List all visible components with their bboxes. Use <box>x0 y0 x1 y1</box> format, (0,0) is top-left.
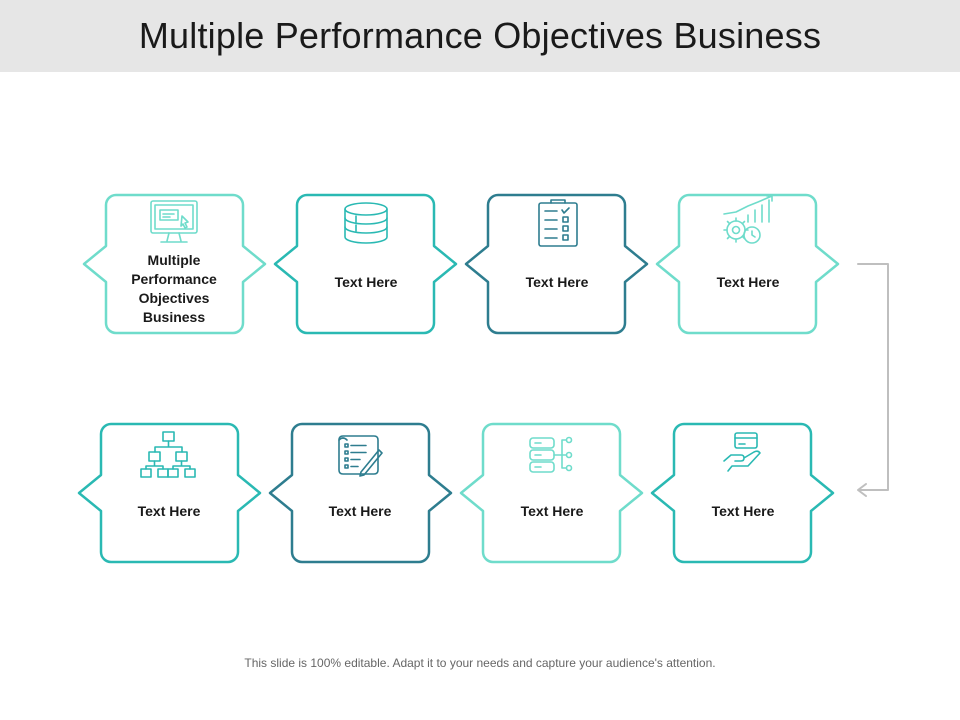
server-network-icon <box>529 436 573 473</box>
node-5-shape[interactable] <box>650 422 835 564</box>
hand-card-icon <box>723 432 761 472</box>
row-connector <box>857 263 889 497</box>
document-list-icon <box>338 435 383 477</box>
gears-chart-icon <box>723 195 773 244</box>
org-chart-icon <box>140 431 196 478</box>
database-icon <box>344 202 388 244</box>
node-5-label: Text Here <box>711 503 775 519</box>
node-8-label: Text Here <box>137 503 201 519</box>
node-6-shape[interactable] <box>459 422 644 564</box>
node-1-label: Multiple Performance Objectives Business <box>131 252 217 325</box>
title-bar: Multiple Performance Objectives Business <box>0 0 960 72</box>
monitor-icon <box>150 200 198 243</box>
slide-title: Multiple Performance Objectives Business <box>138 15 822 56</box>
node-3-shape[interactable] <box>464 193 649 335</box>
node-1-shape[interactable] <box>82 193 267 335</box>
clipboard-checklist-icon <box>538 199 578 247</box>
node-2-shape[interactable] <box>273 193 458 335</box>
node-3-label: Text Here <box>525 274 589 290</box>
node-7-label: Text Here <box>328 503 392 519</box>
node-7-shape[interactable] <box>268 422 453 564</box>
footer-note: This slide is 100% editable. Adapt it to… <box>244 656 716 670</box>
node-4-label: Text Here <box>716 274 780 290</box>
node-4-shape[interactable] <box>655 193 840 335</box>
node-8-shape[interactable] <box>77 422 262 564</box>
node-2-label: Text Here <box>334 274 398 290</box>
node-6-label: Text Here <box>520 503 584 519</box>
